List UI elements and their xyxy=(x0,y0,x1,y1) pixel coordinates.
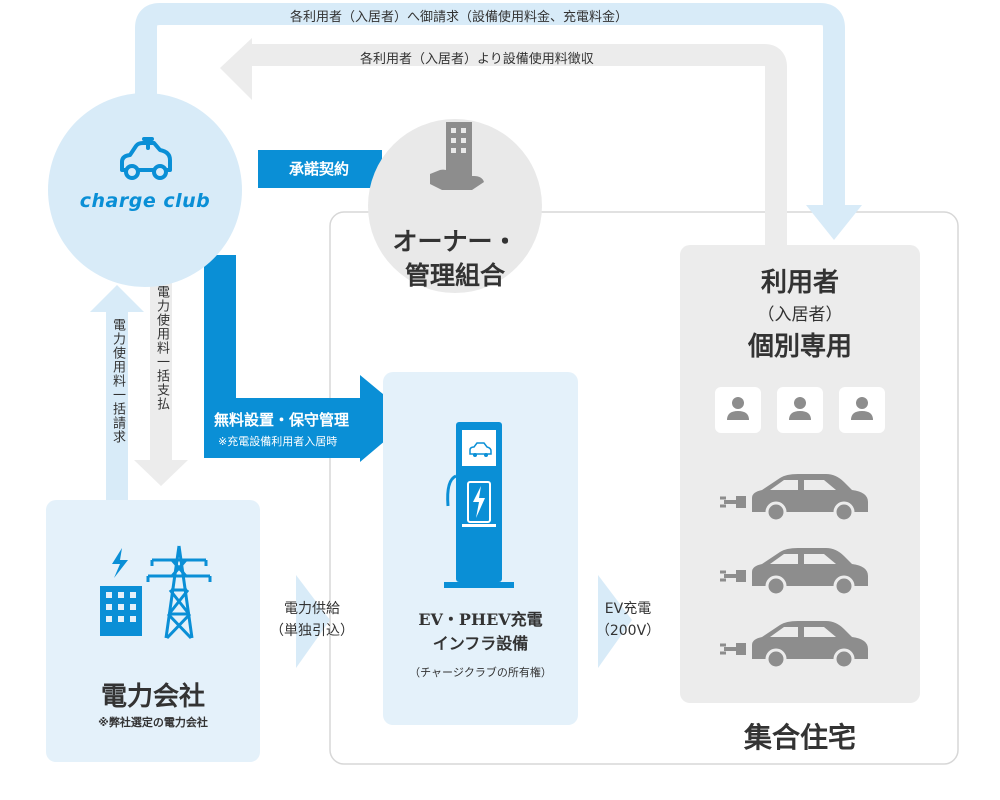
electric-car-plug-icon xyxy=(120,137,172,180)
ev-charge-label-line2: （200V） xyxy=(595,623,661,639)
plug-car-icon xyxy=(720,621,868,670)
contract-label: 承諾契約 xyxy=(288,160,349,178)
payment-vertical-arrow-body xyxy=(150,270,172,462)
free-install-note: ※充電設備利用者入居時 xyxy=(218,435,338,448)
owner-label-line2: 管理組合 xyxy=(404,261,505,290)
person-icon xyxy=(839,387,885,433)
charge-club-logo-text: charge club xyxy=(79,190,211,212)
power-supply-label-line2: （単独引込） xyxy=(270,623,354,639)
billing-arrow xyxy=(135,3,845,208)
person-icon xyxy=(777,387,823,433)
power-company-name: 電力会社 xyxy=(100,682,205,712)
infra-label-line3: （チャージクラブの所有権） xyxy=(409,666,552,679)
payment-vertical-arrowhead xyxy=(134,460,188,486)
residents-subtitle: （入居者） xyxy=(757,305,843,325)
ev-charge-arrow xyxy=(598,575,632,668)
charge-club-logo: charge club xyxy=(48,128,242,228)
payment-vertical-label: 電力使用料一括支払 xyxy=(154,285,169,411)
owner-label-line1: オーナー・ xyxy=(392,227,518,256)
power-supply-label-line1: 電力供給 xyxy=(284,601,340,617)
power-company-note: ※弊社選定の電力会社 xyxy=(98,716,208,729)
power-tower-icon xyxy=(146,545,212,640)
billing-arrowhead xyxy=(806,205,862,240)
collection-arrowhead xyxy=(220,38,252,100)
plug-car-icon xyxy=(720,548,868,597)
building-hand-icon xyxy=(430,122,484,190)
ev-charge-label-line1: EV充電 xyxy=(604,601,652,617)
residents-title: 利用者 xyxy=(760,268,839,298)
billing-vertical-arrow-body xyxy=(106,310,128,500)
charging-station-icon xyxy=(444,422,514,588)
lightning-building-icon xyxy=(100,548,142,636)
contract-arrow xyxy=(258,150,382,188)
free-install-label: 無料設置・保守管理 xyxy=(214,411,350,429)
charge-club-circle xyxy=(48,93,242,287)
infra-label-line1: EV・PHEV充電 xyxy=(418,610,543,629)
infra-label-line2: インフラ設備 xyxy=(432,634,529,653)
collection-flow-label: 各利用者（入居者）より設備使用料徴収 xyxy=(360,52,594,67)
person-icon xyxy=(715,387,761,433)
billing-vertical-label: 電力使用料一括請求 xyxy=(110,318,125,444)
residents-private: 個別専用 xyxy=(747,332,852,362)
plug-car-icon xyxy=(720,474,868,523)
billing-vertical-arrowhead xyxy=(90,285,144,312)
housing-label: 集合住宅 xyxy=(743,721,856,754)
free-install-arrow-body xyxy=(204,255,412,462)
power-supply-arrow xyxy=(296,575,330,668)
owner-circle xyxy=(368,119,542,293)
billing-flow-label: 各利用者（入居者）へ御請求（設備使用料金、充電料金） xyxy=(290,10,629,25)
collection-arrow xyxy=(250,44,787,245)
